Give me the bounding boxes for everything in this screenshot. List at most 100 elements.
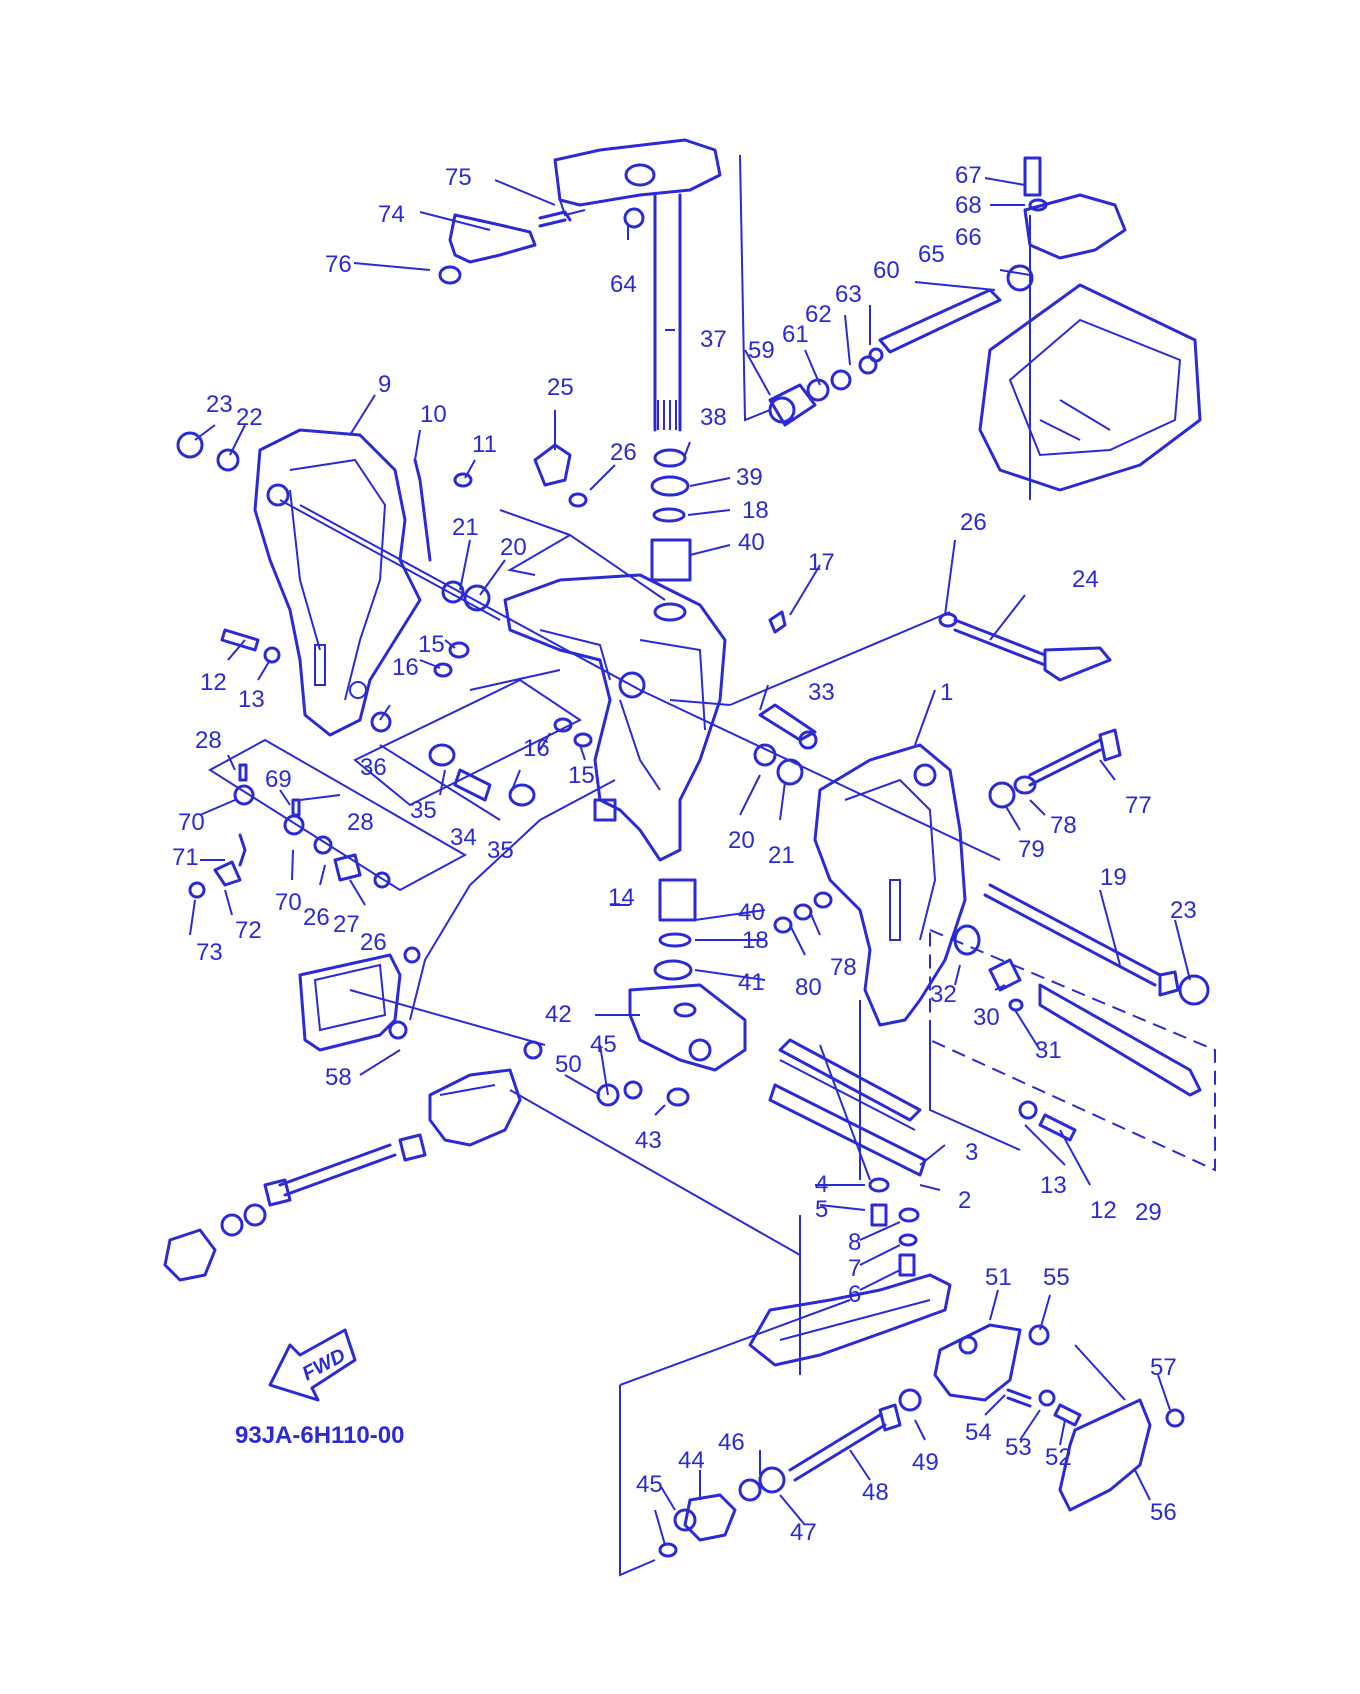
callout-18-lower: 18 <box>742 927 769 954</box>
callout-77: 77 <box>1125 792 1152 819</box>
callout-78-lower: 78 <box>830 954 857 981</box>
callout-13-left: 13 <box>238 686 265 713</box>
callout-74: 74 <box>378 201 405 228</box>
anode-51 <box>933 1323 1082 1427</box>
diagram-code: 93JA-6H110-00 <box>235 1422 404 1449</box>
callout-7: 7 <box>848 1255 861 1282</box>
knob-22-23-left <box>176 431 240 472</box>
callout-24: 24 <box>1072 566 1099 593</box>
callout-76: 76 <box>325 251 352 278</box>
callout-labels: 1 2 3 4 5 6 7 8 9 10 11 12 13 12 13 14 1… <box>172 162 1197 1546</box>
callout-35-right: 35 <box>487 837 514 864</box>
callout-66: 66 <box>955 224 982 251</box>
fwd-arrow-icon: FWD <box>268 1328 357 1402</box>
callout-21-left: 21 <box>452 514 479 541</box>
callout-68: 68 <box>955 192 982 219</box>
washers-20-21-left <box>441 580 491 612</box>
callout-79: 79 <box>1018 836 1045 863</box>
callout-73: 73 <box>196 939 223 966</box>
callout-62: 62 <box>805 301 832 328</box>
callout-14: 14 <box>608 884 635 911</box>
callout-47: 47 <box>790 1519 817 1546</box>
clamp-bracket-right <box>813 743 967 1027</box>
callout-20-right: 20 <box>728 827 755 854</box>
pin-33 <box>758 703 818 750</box>
dashed-subgroups <box>208 678 582 892</box>
callout-12-left: 12 <box>200 669 227 696</box>
callout-70-upper: 70 <box>178 809 205 836</box>
callout-12-right: 12 <box>1090 1197 1117 1224</box>
lower-mount-42 <box>628 983 747 1107</box>
callout-26-left-b: 26 <box>360 929 387 956</box>
callout-8: 8 <box>848 1229 861 1256</box>
callout-50: 50 <box>555 1051 582 1078</box>
callout-23-right: 23 <box>1170 897 1197 924</box>
callout-57: 57 <box>1150 1354 1177 1381</box>
callout-51: 51 <box>985 1264 1012 1291</box>
callout-15-lower: 15 <box>568 762 595 789</box>
callout-42: 42 <box>545 1001 572 1028</box>
callout-30: 30 <box>973 1004 1000 1031</box>
callout-65: 65 <box>918 241 945 268</box>
bolt-10-11 <box>413 458 473 562</box>
callout-40-lower: 40 <box>738 899 765 926</box>
callout-16-upper: 16 <box>392 654 419 681</box>
lower-mount-bolt-48 <box>658 1388 922 1558</box>
callout-35-left: 35 <box>410 797 437 824</box>
callout-28-lower: 28 <box>347 809 374 836</box>
callout-55: 55 <box>1043 1264 1070 1291</box>
callout-78-upper: 78 <box>1050 812 1077 839</box>
callout-67: 67 <box>955 162 982 189</box>
callout-45-lower: 45 <box>636 1471 663 1498</box>
callout-34: 34 <box>450 824 477 851</box>
callout-69: 69 <box>265 766 292 793</box>
steering-arm <box>553 138 722 217</box>
callout-53: 53 <box>1005 1434 1032 1461</box>
callout-46: 46 <box>718 1429 745 1456</box>
clamp-bracket-left <box>253 428 422 737</box>
callout-11: 11 <box>472 431 497 458</box>
shaft-washers-lower <box>653 878 697 981</box>
washer-45-nut-50 <box>596 1080 643 1107</box>
callout-80: 80 <box>795 974 822 1001</box>
lower-unit-outline <box>748 1273 952 1367</box>
bolt-12-13-right <box>1018 1100 1077 1142</box>
callout-10: 10 <box>420 401 447 428</box>
callout-21-right: 21 <box>768 842 795 869</box>
washers-80-78 <box>773 891 833 934</box>
upper-mount-assembly <box>768 156 1127 427</box>
callout-56: 56 <box>1150 1499 1177 1526</box>
callout-64: 64 <box>610 271 637 298</box>
callout-75: 75 <box>445 164 472 191</box>
callout-45-upper: 45 <box>590 1031 617 1058</box>
callout-26-left-a: 26 <box>303 904 330 931</box>
shaft-washers-upper <box>650 448 692 622</box>
callout-60: 60 <box>873 257 900 284</box>
callout-29: 29 <box>1135 1199 1162 1226</box>
bolt-77 <box>988 728 1122 809</box>
callout-5: 5 <box>815 1196 828 1223</box>
callout-2: 2 <box>958 1187 971 1214</box>
callout-leaders <box>189 177 1191 1546</box>
spring-17 <box>768 610 787 634</box>
pivot-rod-24 <box>938 612 1112 682</box>
callout-59: 59 <box>748 337 775 364</box>
callout-40-upper: 40 <box>738 529 765 556</box>
callout-36: 36 <box>360 754 387 781</box>
callout-33: 33 <box>808 679 835 706</box>
callout-39: 39 <box>736 464 763 491</box>
callout-63: 63 <box>835 281 862 308</box>
cover-58 <box>298 946 543 1060</box>
callout-28-upper: 28 <box>195 727 222 754</box>
callout-27: 27 <box>333 911 360 938</box>
callout-26-upper: 26 <box>610 439 637 466</box>
trim-tab-56 <box>1058 1398 1185 1512</box>
callout-18-upper: 18 <box>742 497 769 524</box>
callout-41: 41 <box>738 969 765 996</box>
callout-52: 52 <box>1045 1444 1072 1471</box>
steering-shaft <box>653 193 682 432</box>
assembly-lines <box>279 154 1126 1577</box>
bracket-25 <box>533 443 588 508</box>
tilt-rod-19 <box>983 883 1210 1006</box>
callout-49: 49 <box>912 1449 939 1476</box>
